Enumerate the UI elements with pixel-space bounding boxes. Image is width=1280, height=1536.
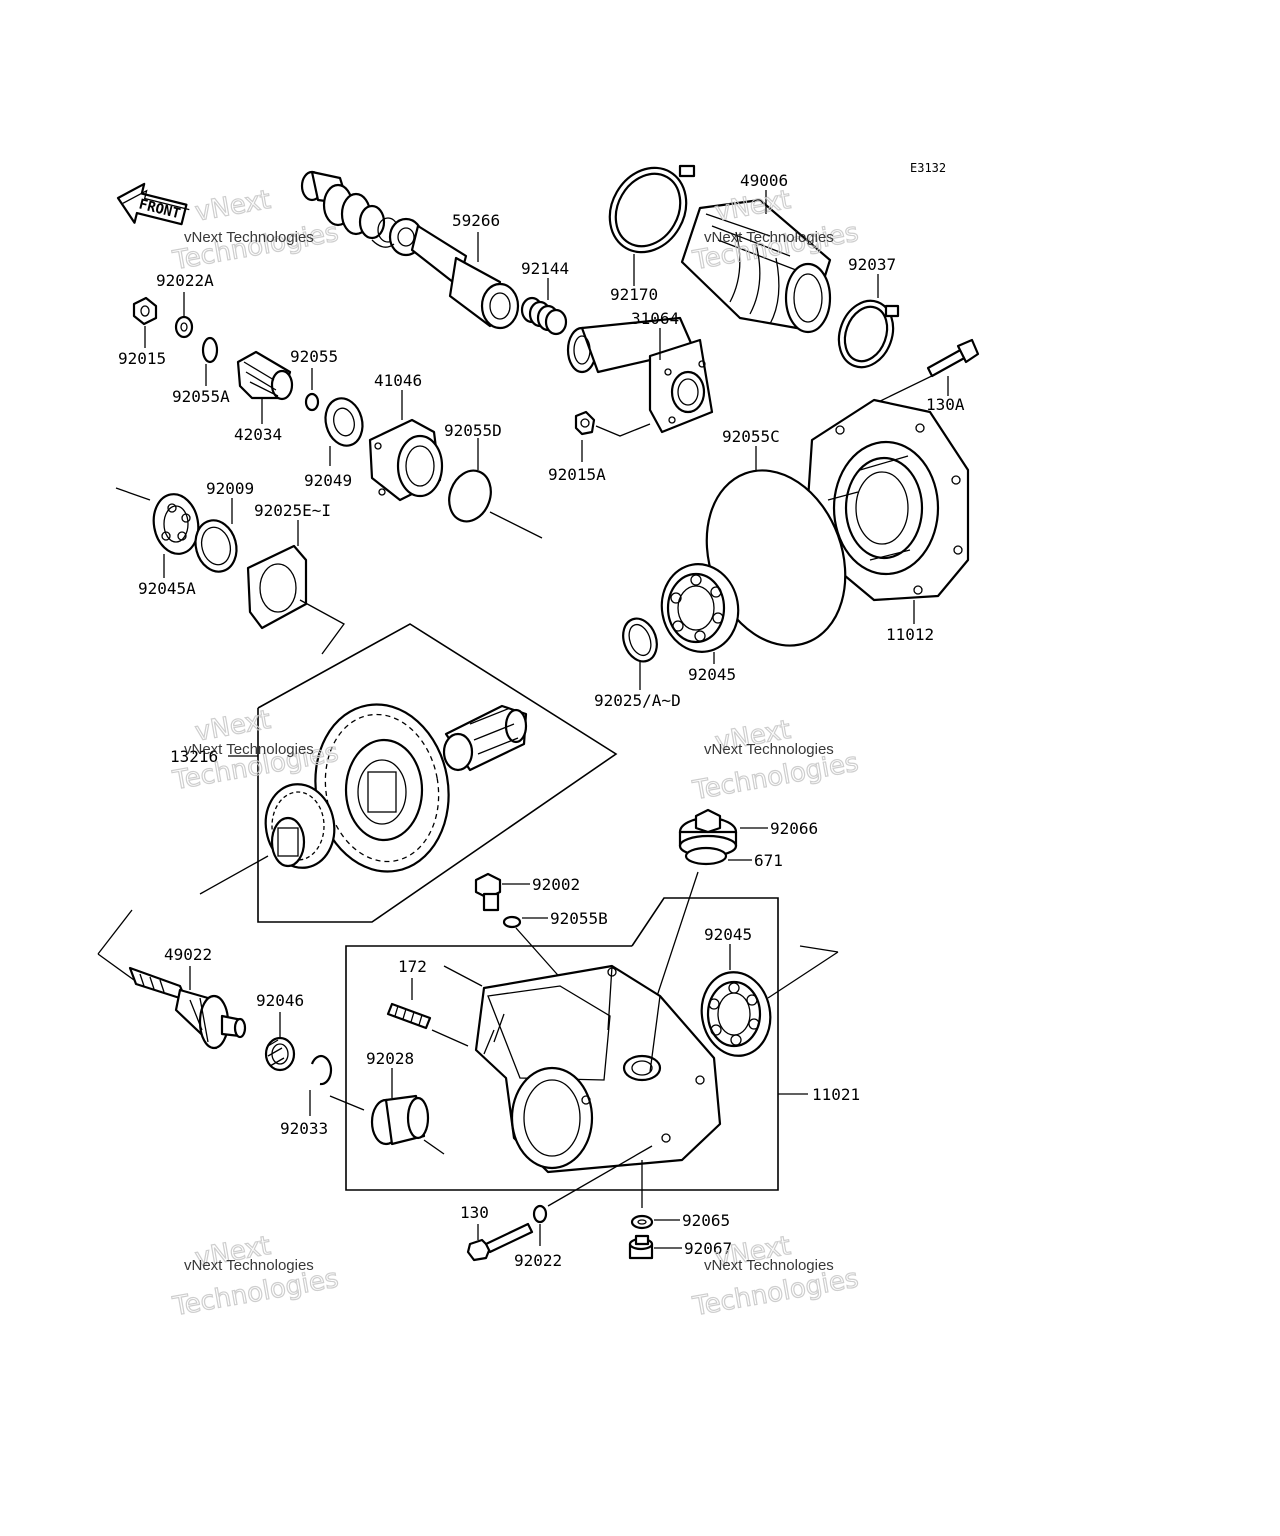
front-arrow-icon: FRONT [116, 182, 190, 226]
bolt-part [466, 1222, 534, 1262]
washer-part [630, 1214, 654, 1230]
svg-text:Technologies: Technologies [170, 218, 341, 277]
spline-hub-part [442, 704, 528, 772]
part-label-92144: 92144 [521, 259, 569, 278]
bearing-part [700, 971, 772, 1057]
diagram-ref: E3132 [910, 161, 946, 175]
part-label-41046: 41046 [374, 371, 422, 390]
bearing-part [152, 493, 200, 555]
part-label-49006: 49006 [740, 171, 788, 190]
part-label-31064: 31064 [631, 309, 679, 328]
part-label-92055D: 92055D [444, 421, 502, 440]
svg-text:vNext Technologies: vNext Technologies [184, 1257, 314, 1274]
part-label-92045-bot: 92045 [704, 925, 752, 944]
part-label-92033: 92033 [280, 1119, 328, 1138]
o-ring-small-part [304, 392, 320, 412]
part-label-11021: 11021 [812, 1085, 860, 1104]
bearing-housing-part [368, 418, 444, 502]
drive-shaft-part [300, 170, 520, 330]
part-label-92045-top: 92045 [688, 665, 736, 684]
collar-part [370, 1094, 430, 1146]
bearing-part [660, 563, 740, 653]
nut-part [574, 410, 596, 436]
gasket-part [246, 544, 308, 630]
o-ring-small-part [201, 336, 219, 364]
seal-part [324, 397, 364, 447]
part-label-92009: 92009 [206, 479, 254, 498]
part-label-49022: 49022 [164, 945, 212, 964]
shim-part [622, 617, 658, 663]
rubber-boot-part [680, 198, 832, 334]
part-label-92170: 92170 [610, 285, 658, 304]
pinion-gear-part [128, 966, 247, 1050]
part-label-42034: 42034 [234, 425, 282, 444]
part-label-671: 671 [754, 851, 783, 870]
part-label-11012: 11012 [886, 625, 934, 644]
bolt-part [926, 338, 980, 378]
nut-part [132, 296, 158, 326]
small-gear-part [264, 783, 336, 869]
svg-text:vNext Technologies: vNext Technologies [704, 741, 834, 758]
washer-part [174, 315, 194, 339]
washer-part [532, 1204, 548, 1224]
clamp-ring-part [608, 164, 696, 254]
breather-fitting-part [474, 872, 502, 912]
part-label-92025EI: 92025E~I [254, 501, 331, 520]
spring-part [520, 296, 568, 336]
drain-plug-part [628, 1234, 654, 1260]
svg-text:vNext Technologies: vNext Technologies [704, 229, 834, 246]
svg-text:vNext Technologies: vNext Technologies [184, 229, 314, 246]
shim-part [194, 519, 238, 573]
part-label-92025AD: 92025/A~D [594, 691, 681, 710]
spline-coupling-part [236, 350, 294, 401]
svg-text:vNext Technologies: vNext Technologies [704, 1257, 834, 1274]
svg-text:vNext: vNext [193, 185, 273, 228]
stud-bolt-part [386, 1002, 432, 1030]
part-label-92045A: 92045A [138, 579, 196, 598]
part-label-92065: 92065 [682, 1211, 730, 1230]
part-label-92015: 92015 [118, 349, 166, 368]
part-label-92055: 92055 [290, 347, 338, 366]
part-label-59266: 59266 [452, 211, 500, 230]
ring-gear-part [314, 703, 450, 873]
part-label-92022: 92022 [514, 1251, 562, 1270]
final-gear-case-part [474, 964, 722, 1174]
part-label-92049: 92049 [304, 471, 352, 490]
part-label-92046: 92046 [256, 991, 304, 1010]
part-label-92002: 92002 [532, 875, 580, 894]
part-label-92055B: 92055B [550, 909, 608, 928]
part-label-130: 130 [460, 1203, 489, 1222]
clamp-ring-part [837, 299, 900, 369]
part-label-92022A: 92022A [156, 271, 214, 290]
part-label-130A: 130A [926, 395, 965, 414]
needle-bearing-part [264, 1036, 296, 1072]
o-ring-part [448, 469, 492, 523]
part-label-92055A: 92055A [172, 387, 230, 406]
part-label-92067: 92067 [684, 1239, 732, 1258]
o-ring-small-part [502, 915, 522, 929]
part-label-13216: 13216 [170, 747, 218, 766]
circlip-part [310, 1054, 333, 1086]
part-label-92066: 92066 [770, 819, 818, 838]
part-label-92028: 92028 [366, 1049, 414, 1068]
part-label-92015A: 92015A [548, 465, 606, 484]
part-label-172: 172 [398, 957, 427, 976]
part-label-92055C: 92055C [722, 427, 780, 446]
tube-housing-part [566, 316, 714, 434]
o-ring-part [684, 846, 728, 866]
part-label-92037: 92037 [848, 255, 896, 274]
svg-text:vNext Technologies: vNext Technologies [184, 741, 314, 758]
